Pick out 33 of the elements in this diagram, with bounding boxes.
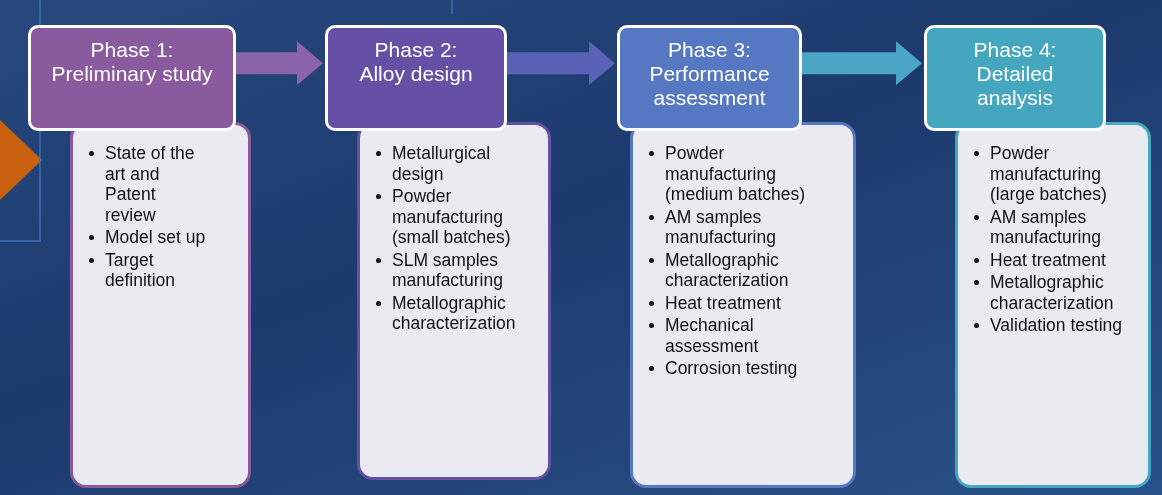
task-item: Heat treatment <box>665 292 782 313</box>
phase-title: Phase 4: Detailed analysis <box>972 38 1058 110</box>
task-item: Powder manufacturing (large batches) <box>990 143 1108 205</box>
task-item: Metallographic characterization <box>665 249 790 291</box>
task-list-panel <box>70 122 251 488</box>
task-item: Validation testing <box>990 315 1123 336</box>
task-item: Mechanical assessment <box>665 315 760 356</box>
phase-title: Phase 2: Alloy design <box>358 38 474 86</box>
task-item: AM samples manufacturing <box>665 206 777 248</box>
phase-title: Phase 1: Preliminary study <box>50 38 214 86</box>
task-item: Model set up <box>105 227 207 248</box>
arrow <box>802 41 922 86</box>
task-item: Metallographic characterization <box>392 292 517 334</box>
task-item: Powder manufacturing (medium batches) <box>665 143 807 205</box>
task-item: Powder manufacturing (small batches) <box>392 186 512 248</box>
phase-header-box <box>325 25 507 131</box>
task-item: Corrosion testing <box>665 358 799 379</box>
task-item: Metallographic characterization <box>990 272 1115 313</box>
task-item: Target definition <box>105 249 177 291</box>
phase-header-box <box>28 25 236 131</box>
phase-header-box <box>924 25 1106 131</box>
task-list-panel <box>955 122 1151 488</box>
arrow <box>236 41 323 86</box>
task-item: AM samples manufacturing <box>990 206 1102 248</box>
arrow <box>507 41 615 86</box>
task-item: State of the art and Patent review <box>105 143 196 225</box>
task-item: SLM samples manufacturing <box>392 249 504 291</box>
phase-title: Phase 3: Performance assessment <box>648 38 771 110</box>
phase-header-box <box>617 25 802 131</box>
task-list-panel <box>357 122 551 480</box>
task-item: Heat treatment <box>990 249 1107 270</box>
task-list-panel <box>630 122 856 488</box>
task-item: Metallurgical design <box>392 143 492 184</box>
